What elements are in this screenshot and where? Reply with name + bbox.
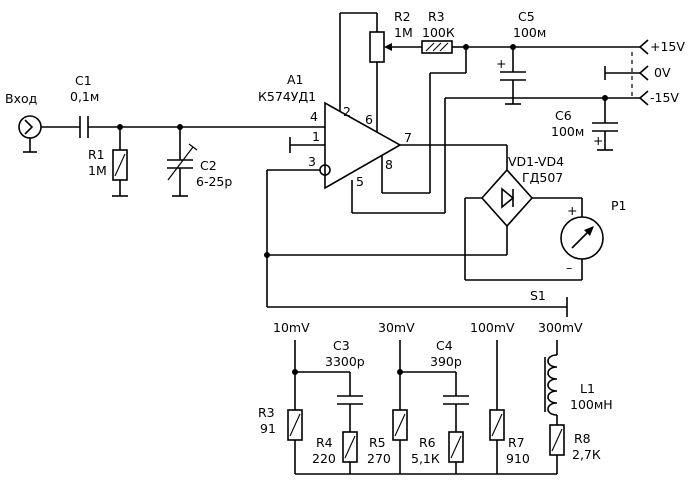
r3-value: 100К [422, 25, 455, 40]
potentiometer-r2 [369, 13, 422, 63]
range-30mv: 30mV [378, 320, 415, 335]
c2-ref: C2 [200, 158, 217, 173]
pin-8: 8 [385, 157, 393, 172]
capacitor-c6 [592, 98, 618, 151]
r8-ref: R8 [574, 431, 591, 446]
capacitor-c1 [79, 116, 325, 138]
supply-minus15: -15V [650, 90, 679, 105]
p1-ref: P1 [611, 198, 627, 213]
range-300mv: 300mV [538, 320, 583, 335]
c5-ref: C5 [518, 9, 535, 24]
p1-plus: + [567, 203, 577, 218]
diode-bridge-vd1-vd4 [267, 168, 583, 281]
r6-value: 5,1К [411, 451, 440, 466]
r2-value: 1М [394, 25, 413, 40]
c2-value: 6-25р [196, 174, 232, 189]
l1-value: 100мН [570, 397, 613, 412]
supply-zero: 0V [654, 65, 671, 80]
r5-ref: R5 [369, 435, 386, 450]
range-10mv: 10mV [273, 320, 310, 335]
c1-ref: C1 [75, 73, 92, 88]
range-100mv-branch [489, 340, 505, 474]
r7-value: 910 [506, 451, 530, 466]
range-10mv-branch [287, 340, 363, 474]
r4-value: 220 [312, 451, 336, 466]
capacitor-c2 [167, 127, 198, 197]
a1-part: К574УД1 [258, 89, 316, 104]
c4-value: 390р [430, 354, 462, 369]
r3b-value: 91 [260, 421, 276, 436]
resistor-r3 [421, 40, 467, 73]
pin-1: 1 [312, 129, 320, 144]
r4-ref: R4 [316, 435, 333, 450]
opamp-a1 [267, 12, 605, 214]
r8-value: 2,7К [572, 447, 601, 462]
a1-ref: A1 [287, 72, 304, 87]
s1-ref: S1 [530, 288, 546, 303]
supply-plus15: +15V [650, 39, 685, 54]
c5-plus: + [496, 56, 506, 71]
r7-ref: R7 [508, 435, 525, 450]
meter-p1 [560, 216, 604, 280]
c3-value: 3300р [325, 354, 365, 369]
junction-dot [292, 369, 298, 375]
input-label: Вход [5, 91, 37, 106]
vd-part: ГД507 [522, 170, 563, 185]
r1-ref: R1 [88, 147, 105, 162]
r3b-ref: R3 [258, 405, 275, 420]
pin-4: 4 [310, 109, 318, 124]
r2-ref: R2 [394, 9, 411, 24]
c4-ref: C4 [436, 338, 453, 353]
r6-ref: R6 [419, 435, 436, 450]
pin-3: 3 [308, 154, 316, 169]
pin-7: 7 [404, 130, 412, 145]
r3-ref: R3 [428, 9, 445, 24]
range-30mv-branch [392, 340, 469, 474]
c6-plus: + [593, 133, 603, 148]
c3-ref: C3 [333, 338, 350, 353]
pin-2: 2 [343, 104, 351, 119]
p1-minus: – [566, 260, 572, 275]
r1-value: 1М [88, 163, 107, 178]
input-connector [18, 115, 80, 153]
c6-value: 100м [551, 124, 584, 139]
range-300mv-branch [544, 340, 565, 474]
supply-terminals [638, 39, 649, 106]
pin-6: 6 [365, 112, 373, 127]
junction-dot [264, 252, 270, 258]
l1-ref: L1 [580, 381, 595, 396]
c1-value: 0,1м [70, 89, 99, 104]
capacitor-c5 [500, 47, 526, 105]
range-100mv: 100mV [470, 320, 515, 335]
c6-ref: C6 [555, 108, 572, 123]
vd-ref: VD1-VD4 [508, 154, 564, 169]
r5-value: 270 [367, 451, 391, 466]
c5-value: 100м [513, 25, 546, 40]
feedback-wire [266, 170, 567, 308]
pin-5: 5 [356, 174, 364, 189]
resistor-r1 [112, 127, 128, 197]
junction-dot [397, 369, 403, 375]
